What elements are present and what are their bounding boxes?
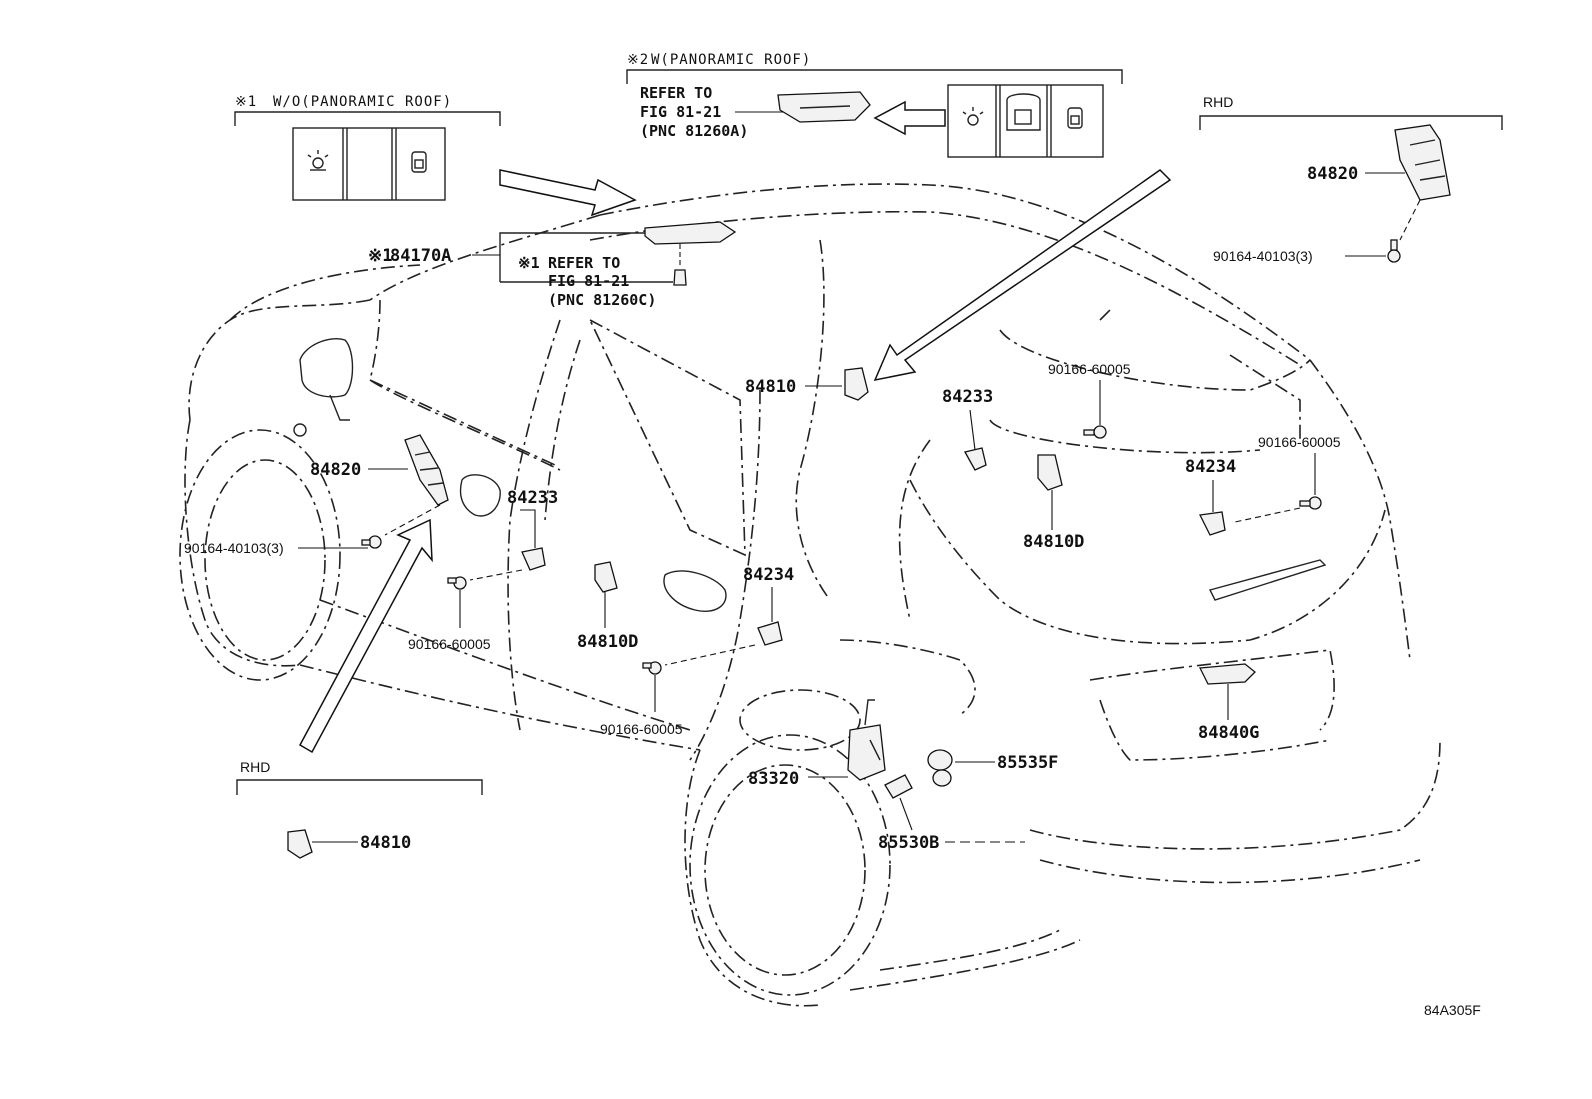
refer-panoramic-line3: (PNC 81260A): [640, 122, 748, 140]
lock-cylinder-85535F: [927, 749, 953, 787]
refer-standard-line2: FIG 81-21: [548, 272, 629, 290]
part-85535F[interactable]: 85535F: [997, 753, 1058, 773]
bolt-icon: [1387, 239, 1401, 263]
part-84820-front[interactable]: 84820: [310, 460, 361, 480]
switch-panel-icon: [292, 127, 446, 201]
refer-panoramic-line2: FIG 81-21: [640, 103, 721, 121]
part-83320[interactable]: 83320: [748, 769, 799, 789]
overhead-lamp-panoramic: [777, 91, 871, 123]
part-90166-rear-top[interactable]: 90166-60005: [1048, 361, 1131, 377]
rear-door-parts: 84233 90166-60005 84810D 90166-60005 842…: [942, 361, 1341, 552]
rhd-top-section: RHD 84820 90164-40103(3): [1199, 94, 1503, 264]
part-84820-rhd[interactable]: 84820: [1307, 164, 1358, 184]
part-90166-rear-right[interactable]: 90166-60005: [1258, 434, 1341, 450]
door-lock-icon: [1067, 107, 1083, 129]
bolt-icon: [361, 535, 382, 549]
part-84810D-rear[interactable]: 84810D: [1023, 532, 1084, 552]
part-84233-rear[interactable]: 84233: [942, 387, 993, 407]
note1-section: ※1 W/O(PANORAMIC ROOF): [234, 94, 501, 201]
bolt-icon: [447, 576, 467, 590]
front-door-parts: 84820 90164-40103(3) 84233 90166-60005 8…: [184, 434, 794, 737]
note1-text: W/O(PANORAMIC ROOF): [273, 94, 452, 110]
note1-mark: ※1: [235, 94, 257, 110]
part-90166-front[interactable]: 90166-60005: [408, 636, 491, 652]
refer-standard-line1: REFER TO: [548, 254, 620, 272]
part-90164-front[interactable]: 90164-40103(3): [184, 540, 284, 556]
rhd-top-label: RHD: [1203, 94, 1233, 110]
part-90166-lower[interactable]: 90166-60005: [600, 721, 683, 737]
part-84810D-front[interactable]: 84810D: [577, 632, 638, 652]
switch-panel-icon: [947, 84, 1104, 158]
part-84840G[interactable]: 84840G: [1198, 723, 1259, 743]
diagram-code: 84A305F: [1424, 1002, 1481, 1018]
part-85530B[interactable]: 85530B: [878, 833, 939, 853]
part-84170A-mark: ※1: [368, 246, 392, 266]
roof-lamp-group: ※1 84170A ※1 REFER TO FIG 81-21 (PNC 812…: [368, 221, 737, 309]
part-84810-rhd[interactable]: 84810: [360, 833, 411, 853]
bolt-icon: [1299, 496, 1322, 510]
license-lamp-group: 84840G: [1198, 663, 1259, 743]
part-90164-rhd[interactable]: 90164-40103(3): [1213, 248, 1313, 264]
rhd-bottom-section: RHD 84810: [236, 759, 483, 859]
part-84810-roof-group: 84810: [745, 367, 869, 401]
bolt-icon: [642, 661, 662, 675]
part-84234-rear[interactable]: 84234: [1185, 457, 1236, 477]
part-84810-roof[interactable]: 84810: [745, 377, 796, 397]
note2-section: ※2 W(PANORAMIC ROOF) REFER TO FIG 81-21 …: [626, 52, 1123, 158]
refer-panoramic-line1: REFER TO: [640, 84, 712, 102]
note2-text: W(PANORAMIC ROOF): [651, 52, 811, 68]
rhd-bottom-label: RHD: [240, 759, 270, 775]
lamp-icon: [962, 107, 984, 126]
car-body-outline: [179, 183, 1441, 1007]
note2-mark: ※2: [627, 52, 649, 68]
part-84170A[interactable]: 84170A: [390, 246, 451, 266]
refer-standard-line3: (PNC 81260C): [548, 291, 656, 309]
bolt-icon: [1083, 425, 1107, 439]
power-window-switch-rhd: [1394, 124, 1451, 201]
fuel-lid-parts: 83320 85535F 85530B: [748, 699, 1058, 853]
part-84234-front[interactable]: 84234: [743, 565, 794, 585]
lamp-icon: [307, 150, 329, 171]
door-lock-icon: [411, 151, 427, 173]
part-84233-front[interactable]: 84233: [507, 488, 558, 508]
refer-standard-mark: ※1: [518, 254, 540, 272]
direction-arrows: [298, 100, 1172, 754]
